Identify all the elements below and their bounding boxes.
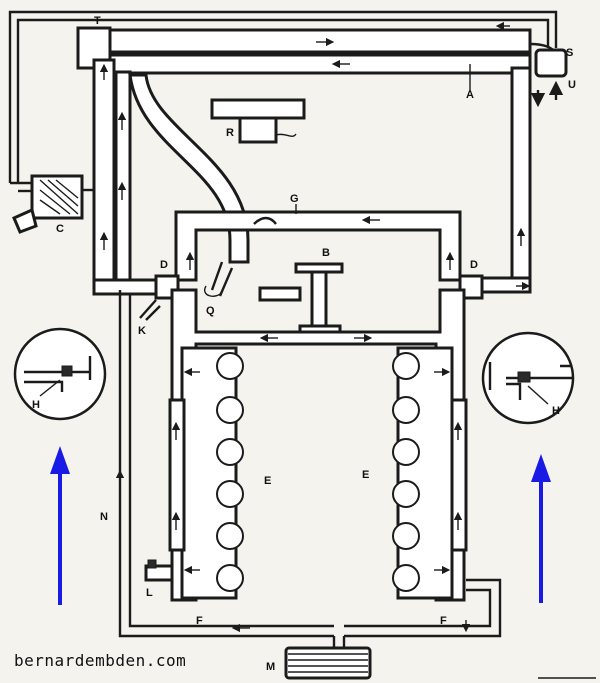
label-m: M bbox=[266, 661, 275, 673]
label-q: Q bbox=[206, 305, 215, 317]
flow-arrows bbox=[99, 21, 531, 633]
top-bypass-pipe bbox=[8, 10, 558, 183]
label-s: S bbox=[566, 47, 573, 59]
left-riser-pipe bbox=[92, 58, 132, 292]
label-r: R bbox=[226, 127, 234, 139]
right-return-pipe bbox=[468, 66, 532, 294]
watermark-text: bernardembden.com bbox=[14, 651, 187, 670]
radiator-m bbox=[284, 636, 372, 680]
label-h-right: H bbox=[552, 405, 560, 417]
label-t: T bbox=[94, 15, 101, 27]
label-u: U bbox=[568, 79, 576, 91]
heater-c bbox=[10, 174, 94, 234]
blue-flow-arrow-left bbox=[50, 446, 70, 605]
cylinders-left bbox=[216, 352, 244, 592]
part-labels: A B C D D E E F F G H H K L M N Q R S T … bbox=[32, 15, 576, 673]
valve-q bbox=[204, 261, 234, 297]
blue-flow-arrow-right bbox=[531, 454, 551, 603]
reservoir-r bbox=[210, 98, 306, 144]
label-g: G bbox=[290, 193, 299, 205]
detail-circle-right bbox=[481, 331, 575, 425]
label-n: N bbox=[100, 511, 108, 523]
lower-return-n bbox=[118, 290, 502, 638]
label-c: C bbox=[56, 223, 64, 235]
crossover-g bbox=[174, 204, 462, 282]
thermostat-housing-t bbox=[76, 26, 532, 70]
upper-hose-a bbox=[96, 53, 532, 92]
label-f-right: F bbox=[440, 615, 447, 627]
bypass-curve bbox=[128, 73, 250, 264]
label-e-right: E bbox=[362, 469, 369, 481]
water-pump-b bbox=[258, 262, 344, 338]
drain-tap-l bbox=[144, 559, 174, 582]
engine-block bbox=[168, 288, 468, 602]
label-f-left: F bbox=[196, 615, 203, 627]
valve-k bbox=[139, 299, 161, 321]
label-e-left: E bbox=[264, 475, 271, 487]
label-b: B bbox=[322, 247, 330, 259]
label-d-left: D bbox=[160, 259, 168, 271]
label-a: A bbox=[466, 89, 474, 101]
cylinders-right bbox=[392, 352, 420, 592]
detail-circle-left bbox=[13, 327, 107, 421]
label-l: L bbox=[146, 587, 153, 599]
label-h-left: H bbox=[32, 399, 40, 411]
label-k: K bbox=[138, 325, 146, 337]
water-pump-inlet-su bbox=[529, 42, 568, 108]
label-d-right: D bbox=[470, 259, 478, 271]
